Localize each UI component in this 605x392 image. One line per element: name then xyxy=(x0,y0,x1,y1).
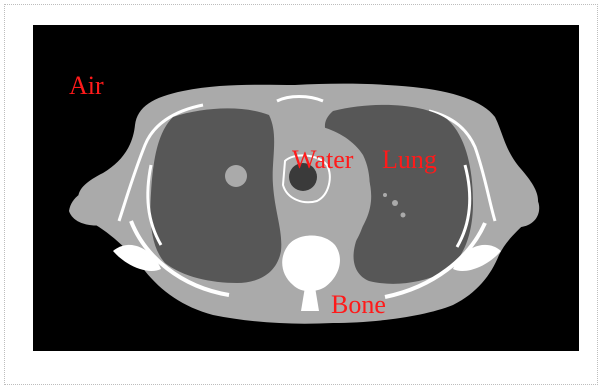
ct-slice-panel xyxy=(33,25,579,351)
lung-label: Lung xyxy=(382,147,437,173)
right-lung-vessel-2 xyxy=(401,213,406,218)
ct-axial-slice-image xyxy=(33,25,579,351)
air-label: Air xyxy=(69,73,104,99)
bone-label: Bone xyxy=(331,292,386,318)
figure-frame: Air Water Lung Bone xyxy=(4,4,598,385)
left-lung xyxy=(150,108,281,283)
right-lung-vessel-3 xyxy=(383,193,387,197)
water-label: Water xyxy=(292,147,353,173)
left-pulmonary-vessel xyxy=(225,165,247,187)
right-lung-vessel-1 xyxy=(392,200,398,206)
